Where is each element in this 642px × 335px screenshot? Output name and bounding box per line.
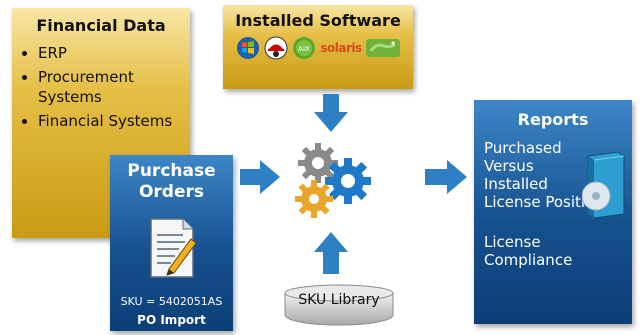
reports-box: Reports Purchased Versus Installed Licen… <box>474 100 632 324</box>
reports-line-installed: Installed <box>484 175 548 193</box>
gray-gear-icon <box>298 143 338 183</box>
financial-data-list: ERP Procurement Systems Financial System… <box>22 43 180 131</box>
arrow-right-from-purchase-icon <box>240 160 280 194</box>
reports-line-purchased: Purchased <box>484 139 562 157</box>
installed-software-title: Installed Software <box>235 11 401 30</box>
redhat-icon <box>264 36 288 60</box>
arrow-down-icon <box>314 94 348 132</box>
purchase-orders-title: Purchase Orders <box>110 161 233 203</box>
reports-line-compliance: Compliance <box>484 251 573 269</box>
reports-title: Reports <box>517 110 589 129</box>
blue-gear-icon <box>325 158 371 204</box>
financial-data-box: Financial Data ERP Procurement Systems F… <box>12 8 190 238</box>
po-import-label: PO Import <box>137 313 206 327</box>
document-pencil-icon <box>150 218 197 278</box>
reports-position-text: Purchased Versus Installed License Posit… <box>484 139 622 211</box>
list-item: Procurement Systems <box>38 67 180 107</box>
purchase-orders-box: Purchase Orders SKU = 5402051AS PO Impor… <box>110 155 233 331</box>
database-cylinder-icon <box>284 284 394 326</box>
svg-text:AIX: AIX <box>299 45 311 53</box>
reports-line-versus: Versus <box>484 157 534 175</box>
sku-library-label: SKU Library <box>298 292 380 308</box>
software-box-cd-icon <box>582 152 625 218</box>
gears-icon <box>295 143 371 218</box>
solaris-logo: solaris <box>320 41 362 55</box>
purchase-title-line2: Orders <box>138 182 205 202</box>
list-item: ERP <box>38 43 180 63</box>
financial-data-title: Financial Data <box>36 16 166 35</box>
sku-library-cylinder: SKU Library <box>283 283 395 327</box>
reports-line-license-position: License Position <box>484 193 604 211</box>
list-item: Financial Systems <box>38 111 180 131</box>
aix-icon: AIX <box>293 37 316 59</box>
arrow-up-icon <box>314 232 348 274</box>
installed-software-box: Installed Software AIX solaris <box>223 5 413 89</box>
purchase-title-line1: Purchase <box>127 161 216 181</box>
sku-number: SKU = 5402051AS <box>120 295 223 308</box>
reports-compliance-text: License Compliance <box>484 233 622 269</box>
os-logo-row: AIX solaris <box>229 36 407 60</box>
reports-line-license: License <box>484 233 541 251</box>
arrow-right-to-reports-icon <box>425 160 467 194</box>
windows-icon <box>237 37 260 59</box>
gold-gear-icon <box>295 180 333 218</box>
suse-icon <box>365 39 400 57</box>
